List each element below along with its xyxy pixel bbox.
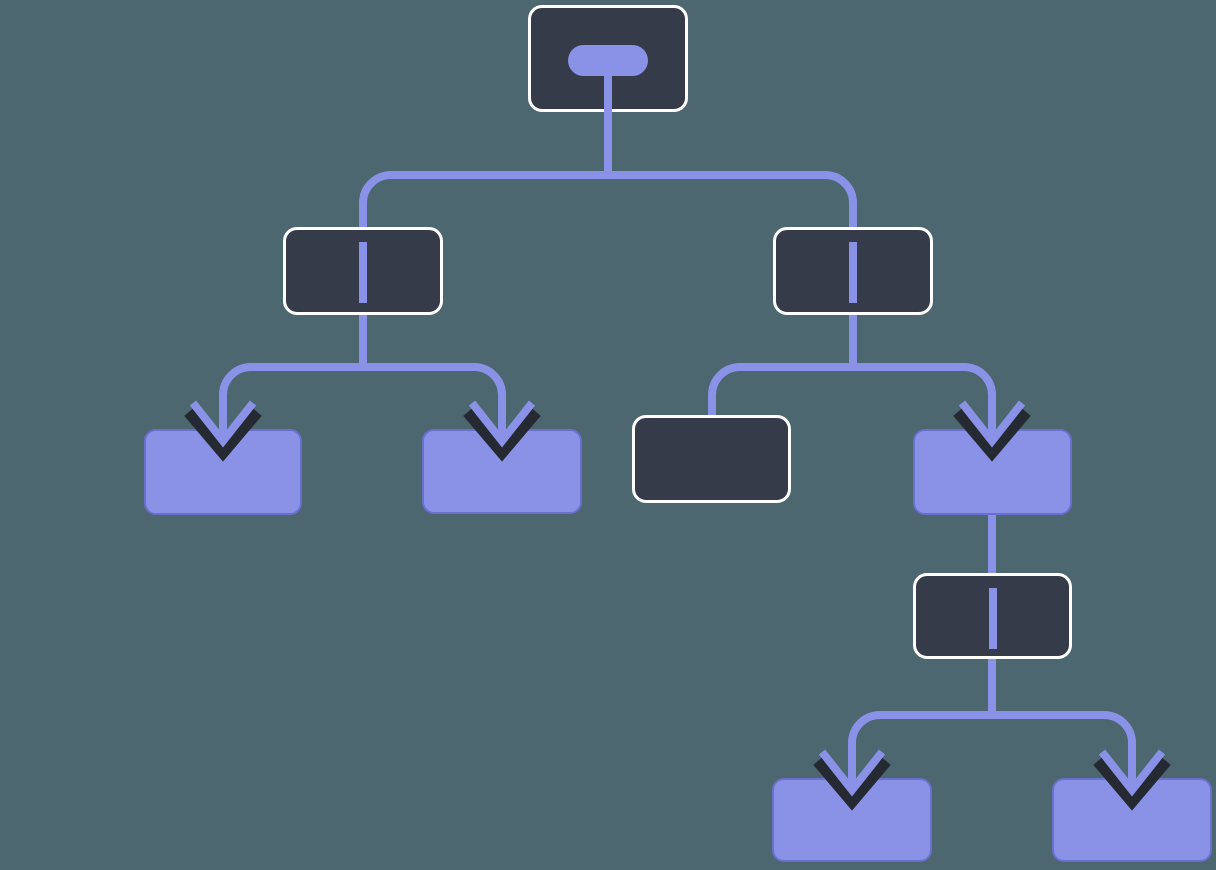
- connector-level2-right-branch: [708, 363, 996, 421]
- connector-level1-branch: [359, 171, 857, 232]
- node-leaf-4[interactable]: [1052, 778, 1212, 862]
- node-leaf-3[interactable]: [772, 778, 932, 862]
- connector-level3-branch: [848, 711, 1136, 752]
- pill-stem: [604, 74, 612, 118]
- divider-line: [359, 242, 367, 303]
- node-mid-purple[interactable]: [913, 429, 1072, 515]
- node-dark-leaf[interactable]: [632, 415, 791, 503]
- divider-line: [849, 242, 857, 303]
- node-branch-left[interactable]: [283, 227, 443, 315]
- pill-placeholder: [568, 45, 648, 76]
- node-root[interactable]: [528, 5, 688, 118]
- node-leaf-1[interactable]: [144, 429, 302, 515]
- node-leaf-2[interactable]: [422, 429, 582, 514]
- connector-level2-left-branch: [219, 363, 506, 410]
- node-branch-bottom[interactable]: [913, 573, 1072, 659]
- node-branch-right[interactable]: [773, 227, 933, 315]
- divider-line: [988, 588, 997, 649]
